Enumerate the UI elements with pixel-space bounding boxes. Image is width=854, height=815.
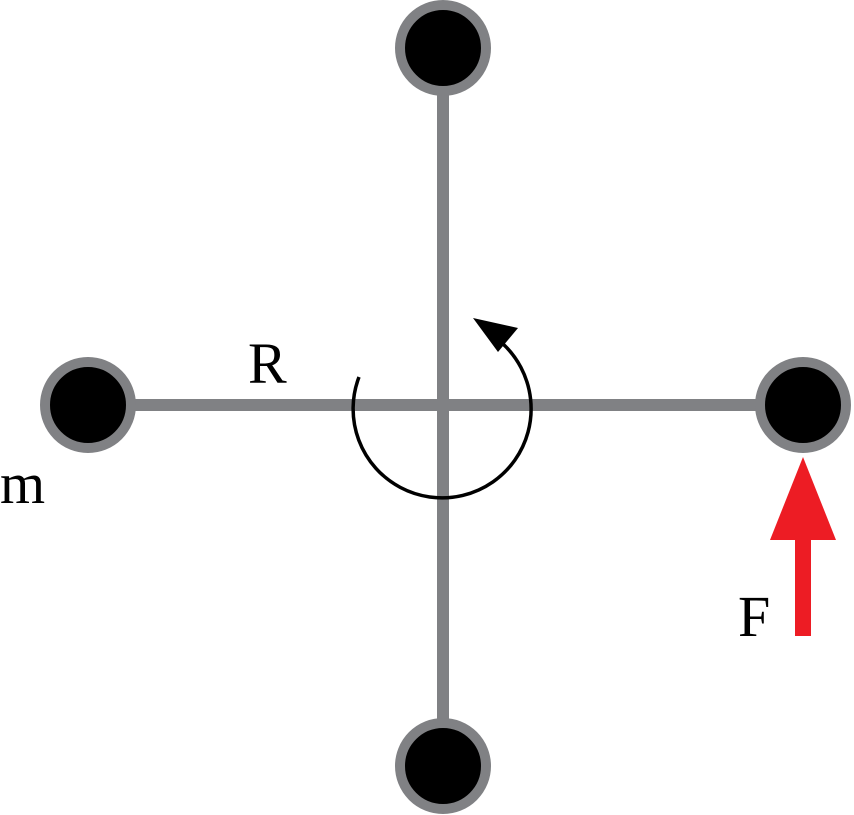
mass-label: m bbox=[0, 451, 45, 516]
force-label: F bbox=[738, 584, 770, 649]
force-arrowhead bbox=[770, 457, 836, 540]
radius-label: R bbox=[248, 331, 287, 396]
rotation-arrow-arc bbox=[351, 341, 533, 500]
mass-right bbox=[755, 357, 851, 453]
rotation-arrowhead bbox=[473, 318, 518, 352]
mass-top bbox=[395, 0, 491, 96]
mass-left bbox=[40, 357, 136, 453]
force-arrow-shaft bbox=[795, 533, 811, 636]
mass-bottom bbox=[395, 718, 491, 814]
